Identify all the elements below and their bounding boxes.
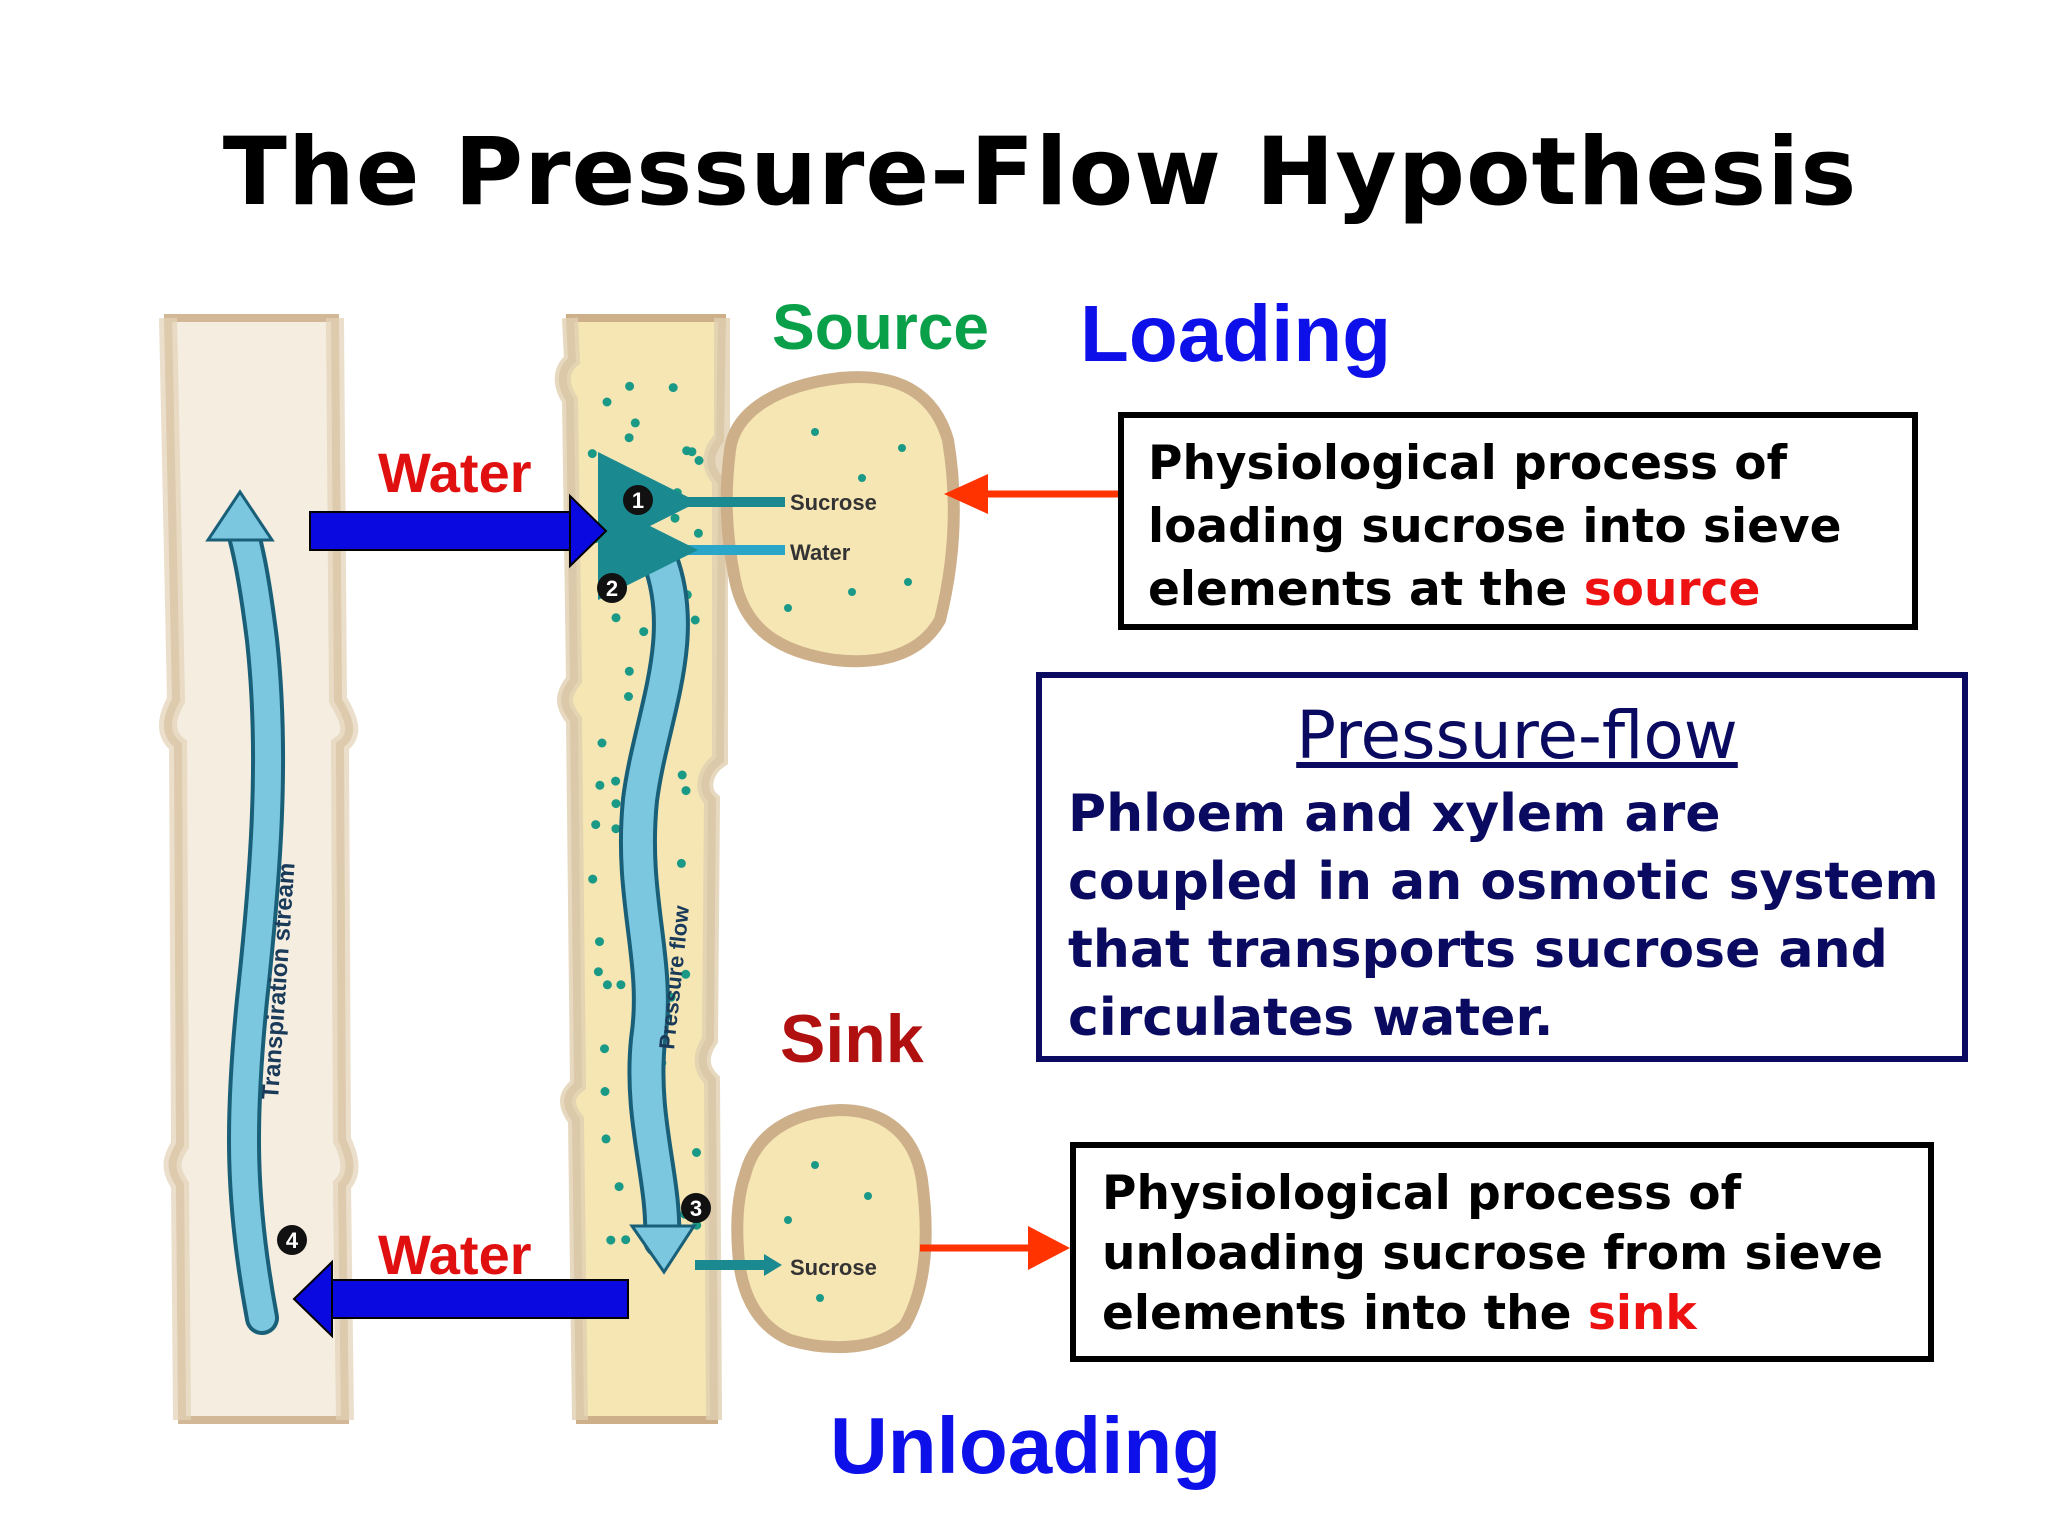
water-label-top: Water xyxy=(378,441,532,504)
source-cell xyxy=(720,371,960,668)
sucrose-dot xyxy=(600,1087,610,1096)
sucrose-dot xyxy=(676,858,686,868)
sucrose-dot xyxy=(630,418,640,428)
pressure-flow-body: Phloem and xylem are coupled in an osmot… xyxy=(1042,780,1962,1052)
sucrose-dot xyxy=(687,447,697,457)
sucrose-dot xyxy=(601,1134,611,1144)
sucrose-dot xyxy=(602,980,612,990)
svg-text:4: 4 xyxy=(286,1228,299,1253)
svg-text:1: 1 xyxy=(632,488,644,513)
sink-sucrose-arrow xyxy=(695,1254,782,1276)
sucrose-dot xyxy=(625,381,635,391)
sucrose-dot xyxy=(690,615,700,625)
loading-description-box: Physiological process of loading sucrose… xyxy=(1118,412,1918,630)
loading-pointer-arrow xyxy=(944,474,1118,514)
loading-label: Loading xyxy=(1080,289,1392,378)
unloading-label: Unloading xyxy=(830,1401,1222,1490)
sucrose-dot xyxy=(628,569,638,579)
unloading-pointer-arrow xyxy=(920,1226,1070,1270)
sink-cell xyxy=(731,1103,932,1354)
sucrose-dot xyxy=(692,1148,701,1157)
sink-sucrose-label: Sucrose xyxy=(790,1255,877,1280)
water-arrow-xylem-to-phloem xyxy=(309,493,608,569)
pressure-flow-arrow xyxy=(618,541,697,1275)
loading-line-3: elements at the source xyxy=(1148,558,1892,621)
sucrose-dot xyxy=(694,456,704,465)
unloading-line-3: elements into the sink xyxy=(1102,1284,1908,1344)
sucrose-dot xyxy=(611,799,621,809)
source-highlight: source xyxy=(1583,562,1761,617)
sucrose-dot xyxy=(639,627,649,637)
sink-highlight: sink xyxy=(1587,1286,1697,1341)
pressure-flow-line-4: circulates water. xyxy=(1068,988,1554,1048)
sucrose-dot xyxy=(677,770,687,780)
sucrose-dot xyxy=(616,980,626,990)
transpiration-stream-arrow xyxy=(205,489,286,1335)
sucrose-dot xyxy=(621,1235,631,1245)
sucrose-dot xyxy=(587,449,597,459)
sucrose-dot xyxy=(681,786,691,796)
sucrose-dot xyxy=(624,666,634,676)
pressure-flow-box: Pressure-flow Phloem and xylem are coupl… xyxy=(1036,672,1968,1062)
sucrose-dot xyxy=(614,1182,624,1192)
sucrose-dot xyxy=(693,528,703,538)
pressure-flow-heading: Pressure-flow xyxy=(1296,697,1738,774)
loading-line-3-prefix: elements at the xyxy=(1148,562,1584,617)
sucrose-dot xyxy=(611,613,621,623)
loading-line-2: loading sucrose into sieve xyxy=(1148,499,1842,554)
sucrose-dot xyxy=(588,874,598,884)
loading-line-1: Physiological process of xyxy=(1148,436,1788,491)
unloading-line-3-prefix: elements into the xyxy=(1102,1286,1588,1341)
step-1-marker: 1 xyxy=(623,485,653,515)
page-title: The Pressure-Flow Hypothesis xyxy=(222,118,1858,227)
sucrose-dot xyxy=(610,497,620,507)
unloading-description-box: Physiological process of unloading sucro… xyxy=(1070,1142,1934,1362)
sucrose-dot xyxy=(591,820,601,830)
sucrose-dot xyxy=(602,397,612,407)
step-3-marker: 3 xyxy=(681,1193,711,1223)
source-label: Source xyxy=(772,291,989,363)
sink-label: Sink xyxy=(780,1001,924,1077)
source-water-label: Water xyxy=(790,540,851,565)
unloading-line-2: unloading sucrose from sieve xyxy=(1102,1226,1883,1281)
sucrose-dot xyxy=(681,969,691,979)
step-2-marker: 2 xyxy=(597,573,627,603)
sucrose-dot xyxy=(624,433,634,443)
pressure-flow-line-3: that transports sucrose and xyxy=(1068,920,1888,980)
unloading-line-1: Physiological process of xyxy=(1102,1166,1742,1221)
sucrose-dot xyxy=(593,967,603,977)
sucrose-dot xyxy=(597,738,607,748)
sucrose-dot xyxy=(595,937,604,947)
sucrose-dot xyxy=(612,479,622,489)
sucrose-dot xyxy=(670,513,680,523)
sucrose-dot xyxy=(600,1044,609,1054)
water-arrow-phloem-to-xylem xyxy=(292,1259,629,1339)
sucrose-dot xyxy=(611,776,621,786)
step-4-marker: 4 xyxy=(277,1225,307,1255)
sucrose-dot xyxy=(672,488,682,498)
source-sucrose-label: Sucrose xyxy=(790,490,877,515)
sucrose-dot xyxy=(611,824,621,834)
svg-text:3: 3 xyxy=(690,1196,702,1221)
pressure-flow-line-1: Phloem and xylem are xyxy=(1068,784,1721,844)
sucrose-dot xyxy=(624,692,633,701)
pressure-flow-line-2: coupled in an osmotic system xyxy=(1068,852,1939,912)
water-label-bottom: Water xyxy=(378,1223,532,1286)
sucrose-dot xyxy=(668,383,678,393)
sucrose-dot xyxy=(606,1235,616,1245)
sucrose-dot xyxy=(595,780,605,790)
svg-text:2: 2 xyxy=(606,576,618,601)
